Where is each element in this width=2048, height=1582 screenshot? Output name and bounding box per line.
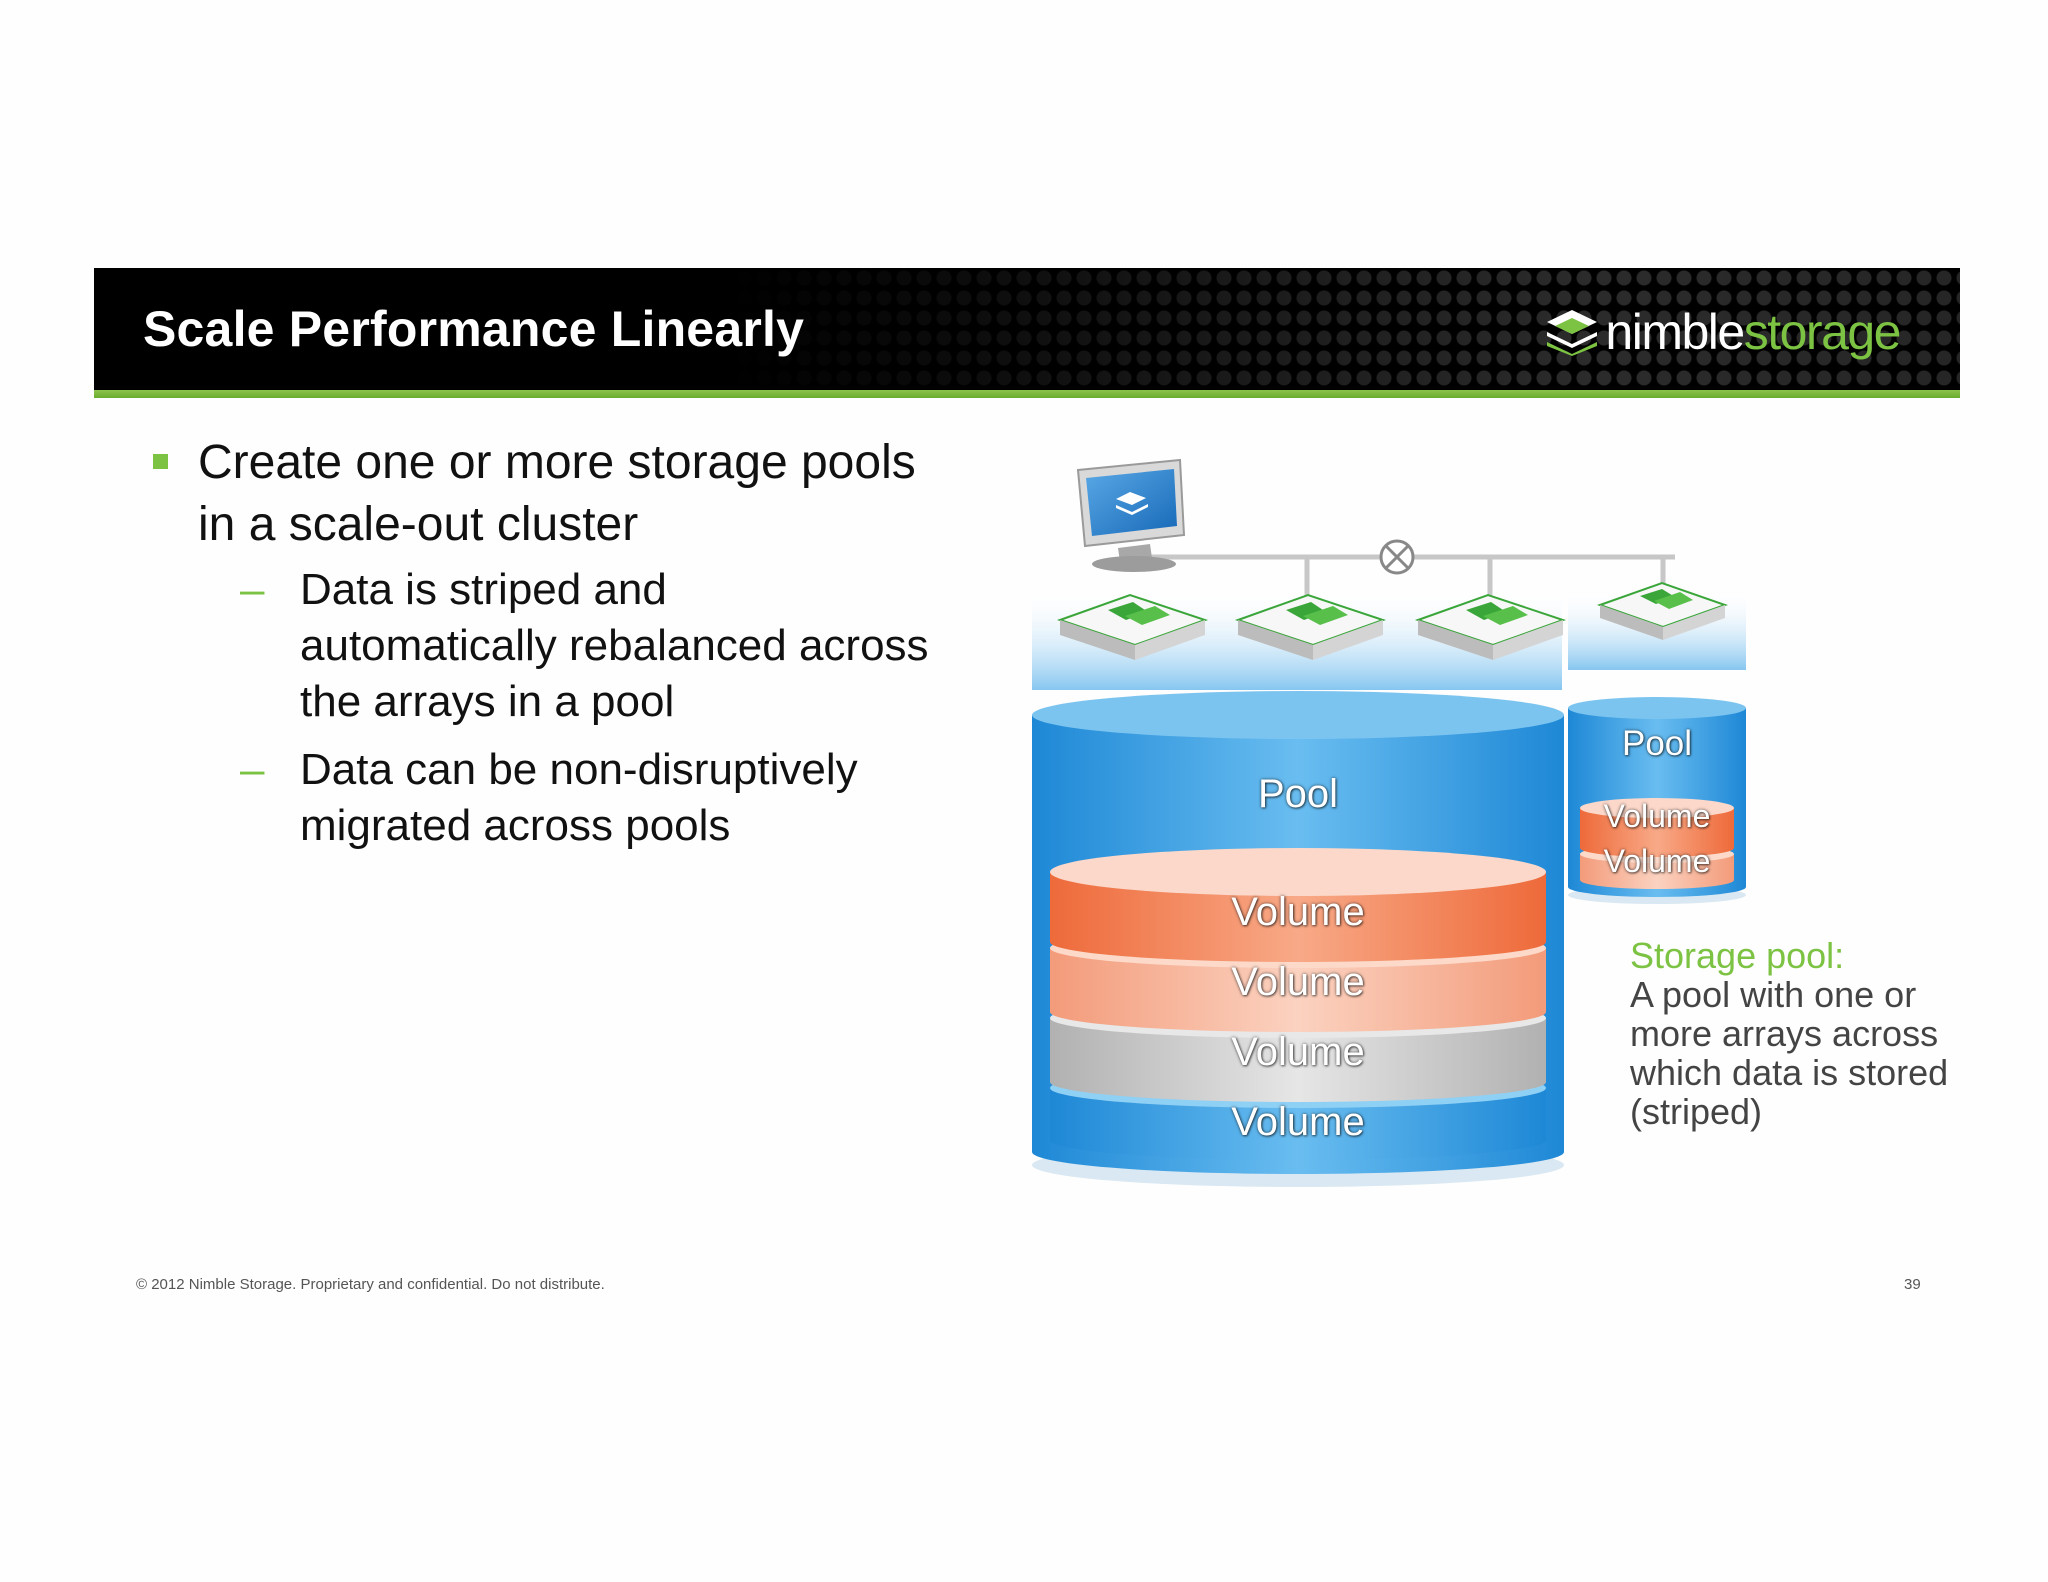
small-volume-disk-1 <box>1580 798 1734 857</box>
large-volume-label-1: Volume <box>1231 890 1365 934</box>
nimble-logo-icon <box>1547 310 1598 356</box>
large-volume-label-3: Volume <box>1231 1030 1365 1074</box>
small-volume-label-1: Volume <box>1603 798 1711 834</box>
sub-bullet-2-text: Data can be non-disruptively migrated ac… <box>300 745 858 850</box>
monitor-icon <box>1076 458 1186 572</box>
dash-icon: – <box>240 745 265 794</box>
array-icon <box>1414 593 1567 660</box>
sub-bullet-1-text: Data is striped and automatically rebala… <box>300 565 929 726</box>
storage-pool-diagram: Pool Volume Volume Volume Volume Pool Vo… <box>1030 440 1790 1200</box>
caption-heading: Storage pool: <box>1630 935 1845 976</box>
logo-wordmark: nimblestorage <box>1605 303 1902 361</box>
large-volume-label-4: Volume <box>1231 1100 1365 1144</box>
small-pool-label: Pool <box>1621 724 1693 763</box>
sub-bullet-1: – Data is striped and automatically reba… <box>240 562 930 730</box>
large-volume-label-2: Volume <box>1231 960 1365 1004</box>
logo-word-accent: storage <box>1743 304 1902 360</box>
diagram-graphics <box>1032 458 1746 1187</box>
sub-bullet-list: – Data is striped and automatically reba… <box>150 562 930 854</box>
bullet-main: Create one or more storage pools in a sc… <box>150 432 930 556</box>
storage-pool-caption: Storage pool: A pool with one or more ar… <box>1630 936 1960 1131</box>
footer-copyright: © 2012 Nimble Storage. Proprietary and c… <box>136 1276 605 1293</box>
dash-icon: – <box>240 565 265 614</box>
page-number: 39 <box>1904 1276 1921 1293</box>
small-volume-label-2: Volume <box>1603 843 1711 879</box>
bullet-square-icon <box>153 454 168 469</box>
array-icon <box>1056 593 1209 660</box>
large-pool-label: Pool <box>1257 772 1339 816</box>
logo-word-main: nimble <box>1605 304 1745 360</box>
volume-disk-1 <box>1050 848 1546 962</box>
bullet-list: Create one or more storage pools in a sc… <box>150 432 930 866</box>
header-band <box>94 268 1960 392</box>
company-logo: nimblestorage <box>1545 303 1902 361</box>
array-icon <box>1596 581 1729 640</box>
caption-body: A pool with one or more arrays across wh… <box>1630 974 1949 1132</box>
bullet-main-text: Create one or more storage pools in a sc… <box>198 436 916 551</box>
switch-icon <box>1379 539 1415 575</box>
header-green-rule <box>94 390 1960 398</box>
page-title: Scale Performance Linearly <box>143 301 805 357</box>
array-icon <box>1234 593 1387 660</box>
sub-bullet-2: – Data can be non-disruptively migrated … <box>240 742 930 854</box>
